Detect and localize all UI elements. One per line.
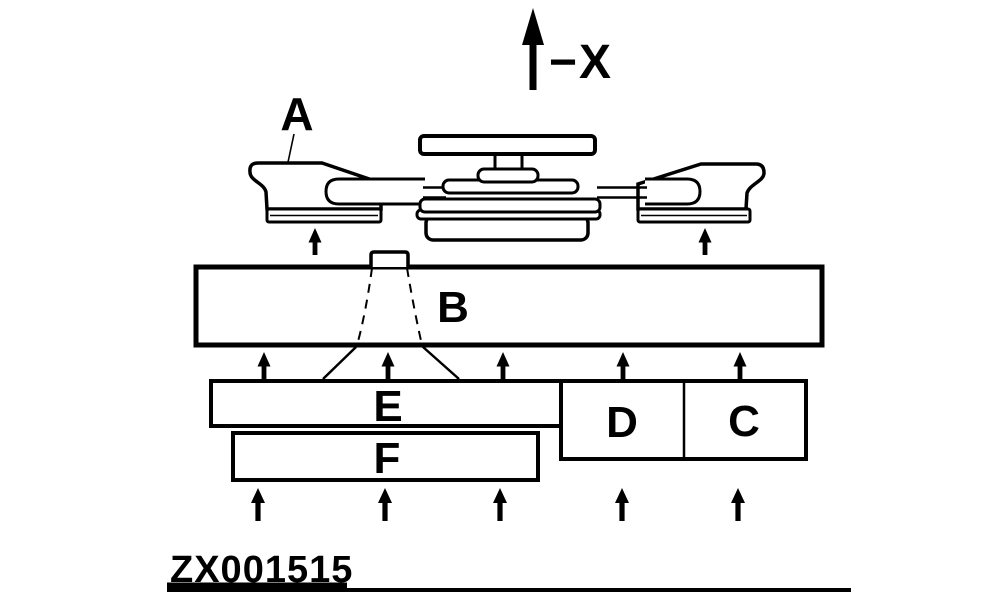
up-arrow-icon	[615, 488, 629, 521]
mid-arrow-row	[257, 352, 747, 379]
part-label-e: E	[373, 382, 402, 431]
up-arrow-icon	[496, 352, 510, 379]
axis-up-arrow-icon	[522, 8, 544, 90]
center-wide-bar	[418, 197, 602, 214]
box-b	[193, 264, 825, 348]
box-f	[231, 431, 540, 482]
part-label-d: D	[606, 398, 638, 447]
right-slot-pill	[645, 177, 702, 206]
up-arrow-icon	[731, 488, 745, 521]
up-arrow-icon	[381, 352, 395, 379]
part-label-f: F	[374, 434, 401, 483]
funnel-lines	[322, 346, 460, 380]
up-arrow-icon	[251, 488, 265, 521]
hidden-funnel-dashed-lines	[356, 267, 423, 346]
bottom-rule	[167, 588, 851, 592]
up-arrow-icon	[733, 352, 747, 379]
center-cap	[476, 167, 540, 184]
up-arrow-icon	[493, 488, 507, 521]
t-handle-bar	[418, 134, 597, 156]
up-arrow-icon	[378, 488, 392, 521]
box-b-tab	[369, 250, 410, 267]
up-arrow-icon	[257, 352, 271, 379]
bottom-arrow-row	[251, 488, 745, 521]
figure-code-underline	[167, 582, 347, 588]
up-arrow-icon	[698, 228, 712, 255]
up-arrow-icon	[308, 228, 322, 255]
part-label-b: B	[437, 283, 469, 332]
part-label-c: C	[728, 397, 760, 446]
up-arrow-icon	[616, 352, 630, 379]
part-label-a: A	[280, 88, 313, 140]
axis-label: −X	[549, 36, 613, 89]
left-slot-pill	[324, 177, 425, 206]
